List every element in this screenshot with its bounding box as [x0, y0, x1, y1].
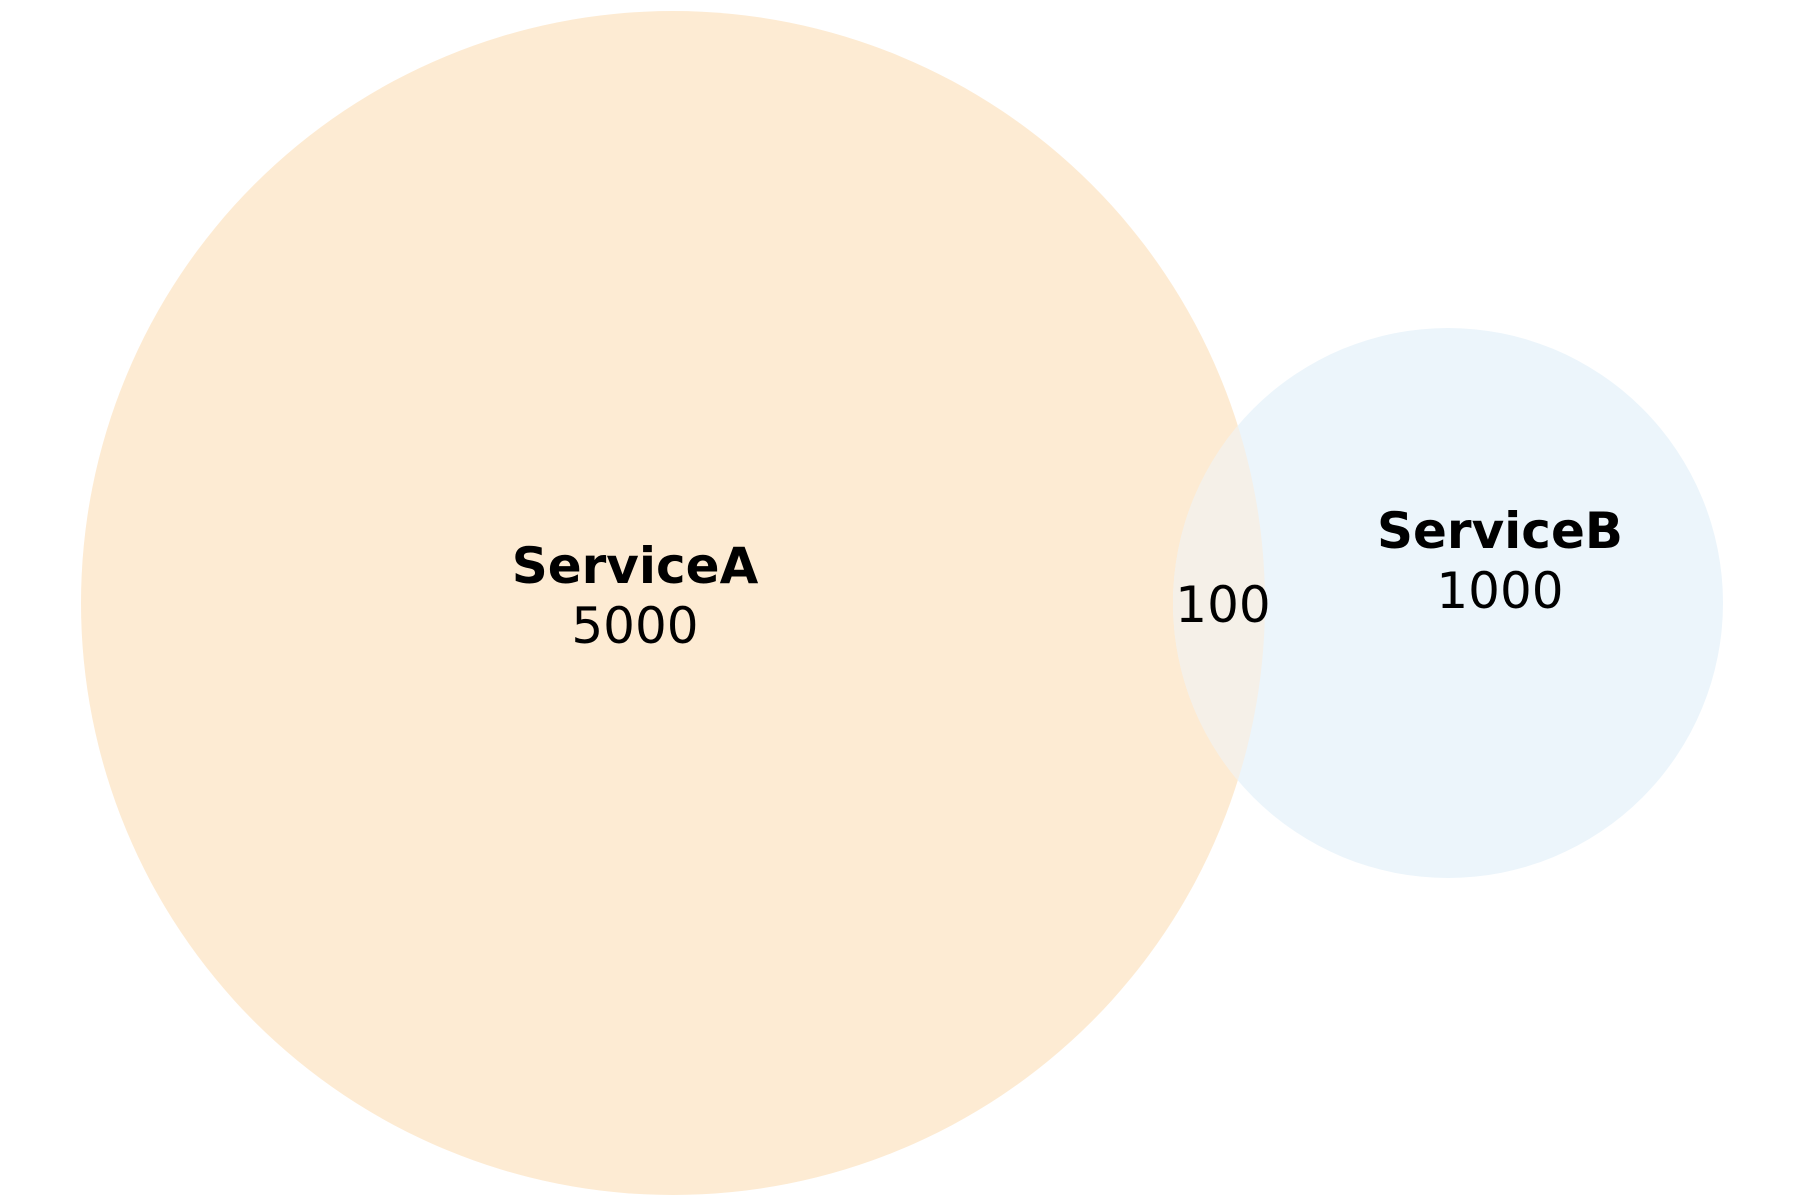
- intersection-count: 100: [1175, 576, 1270, 634]
- set-a-circle: [81, 11, 1265, 1195]
- set-a-count: 5000: [571, 597, 698, 655]
- set-a-label: ServiceA: [512, 537, 759, 595]
- set-b-circle: [1173, 328, 1723, 878]
- set-b-count: 1000: [1436, 562, 1563, 620]
- set-b-label: ServiceB: [1377, 502, 1623, 560]
